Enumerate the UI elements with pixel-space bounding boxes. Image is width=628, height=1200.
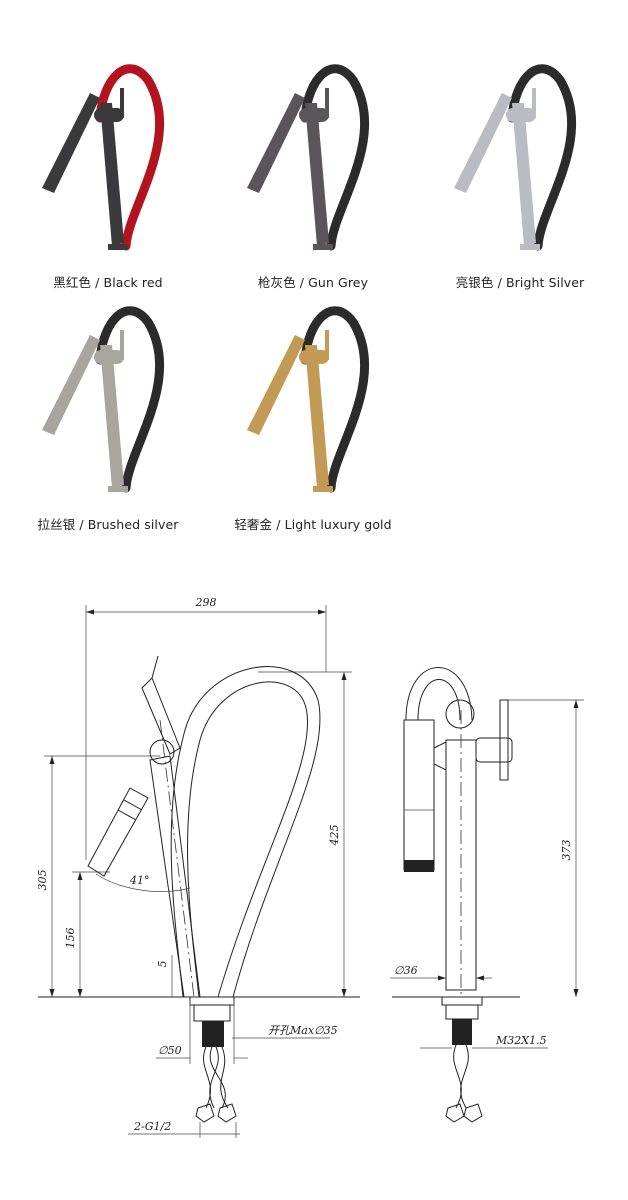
faucet-image-gun-grey bbox=[247, 64, 370, 251]
faucet-body bbox=[532, 88, 536, 118]
technical-drawing: 298 425 305 156 5 bbox=[36, 596, 584, 1138]
faucet-body bbox=[506, 108, 536, 122]
dim-height-handle: 305 bbox=[36, 870, 49, 891]
variant-black-red: 黑红色 / Black red bbox=[8, 58, 208, 308]
variant-bright-silver: 亮银色 / Bright Silver bbox=[420, 58, 620, 308]
faucet-image-brushed-silver bbox=[42, 306, 165, 493]
faucet-body bbox=[512, 103, 536, 246]
faucet-body bbox=[100, 345, 124, 488]
faucet-body bbox=[313, 486, 333, 492]
faucet-body bbox=[305, 345, 329, 488]
faucet-body bbox=[108, 244, 128, 250]
faucet-body bbox=[94, 350, 124, 364]
variant-light-luxury-gold: 轻奢金 / Light luxury gold bbox=[213, 300, 413, 550]
faucet-body bbox=[325, 88, 329, 118]
faucet-hose bbox=[95, 64, 165, 251]
faucet-image-black-red bbox=[42, 64, 165, 251]
faucet-hose bbox=[300, 64, 370, 251]
faucet-body bbox=[247, 93, 305, 193]
dim-side-height: 373 bbox=[560, 840, 573, 861]
dim-height-spout: 156 bbox=[64, 928, 77, 949]
variant-label: 亮银色 / Bright Silver bbox=[455, 275, 585, 290]
variant-label: 拉丝银 / Brushed silver bbox=[37, 517, 179, 532]
variant-gun-grey: 枪灰色 / Gun Grey bbox=[213, 58, 413, 308]
dim-offset: 5 bbox=[156, 961, 169, 968]
variant-brushed-silver: 拉丝银 / Brushed silver bbox=[8, 300, 208, 550]
dim-hose-thread: 2-G1/2 bbox=[133, 1120, 171, 1133]
dim-side-dia: ∅36 bbox=[394, 964, 418, 977]
dim-hole: 开孔Max∅35 bbox=[268, 1024, 338, 1037]
faucet-body bbox=[94, 108, 124, 122]
faucet-body bbox=[120, 330, 124, 360]
faucet-body bbox=[313, 244, 333, 250]
faucet-body bbox=[454, 93, 512, 193]
dim-height-total: 425 bbox=[328, 825, 341, 847]
faucet-image-bright-silver bbox=[454, 64, 577, 251]
faucet-body bbox=[520, 244, 540, 250]
faucet-image-light-luxury-gold bbox=[247, 306, 370, 493]
faucet-body bbox=[108, 486, 128, 492]
faucet-body bbox=[305, 103, 329, 246]
dim-width: 298 bbox=[195, 596, 217, 609]
front-view: 298 425 305 156 5 bbox=[36, 596, 360, 1138]
dim-base-dia: ∅50 bbox=[158, 1044, 182, 1057]
variant-label: 轻奢金 / Light luxury gold bbox=[234, 517, 392, 532]
variant-label: 枪灰色 / Gun Grey bbox=[257, 275, 369, 290]
dim-side-thread: M32X1.5 bbox=[495, 1034, 547, 1047]
faucet-body bbox=[42, 93, 100, 193]
faucet-body bbox=[120, 88, 124, 118]
faucet-body bbox=[247, 335, 305, 435]
faucet-hose bbox=[300, 306, 370, 493]
faucet-body bbox=[42, 335, 100, 435]
color-variants-grid: 黑红色 / Black red 枪灰色 / Gun Grey 亮银色 / Bri… bbox=[0, 0, 628, 560]
dim-angle: 41° bbox=[129, 874, 150, 887]
faucet-hose bbox=[507, 64, 577, 251]
faucet-body bbox=[299, 350, 329, 364]
faucet-body bbox=[325, 330, 329, 360]
faucet-hose bbox=[95, 306, 165, 493]
faucet-body bbox=[100, 103, 124, 246]
faucet-body bbox=[299, 108, 329, 122]
variant-label: 黑红色 / Black red bbox=[53, 275, 163, 290]
side-view: 373 ∅36 M32X1.5 bbox=[390, 667, 584, 1123]
